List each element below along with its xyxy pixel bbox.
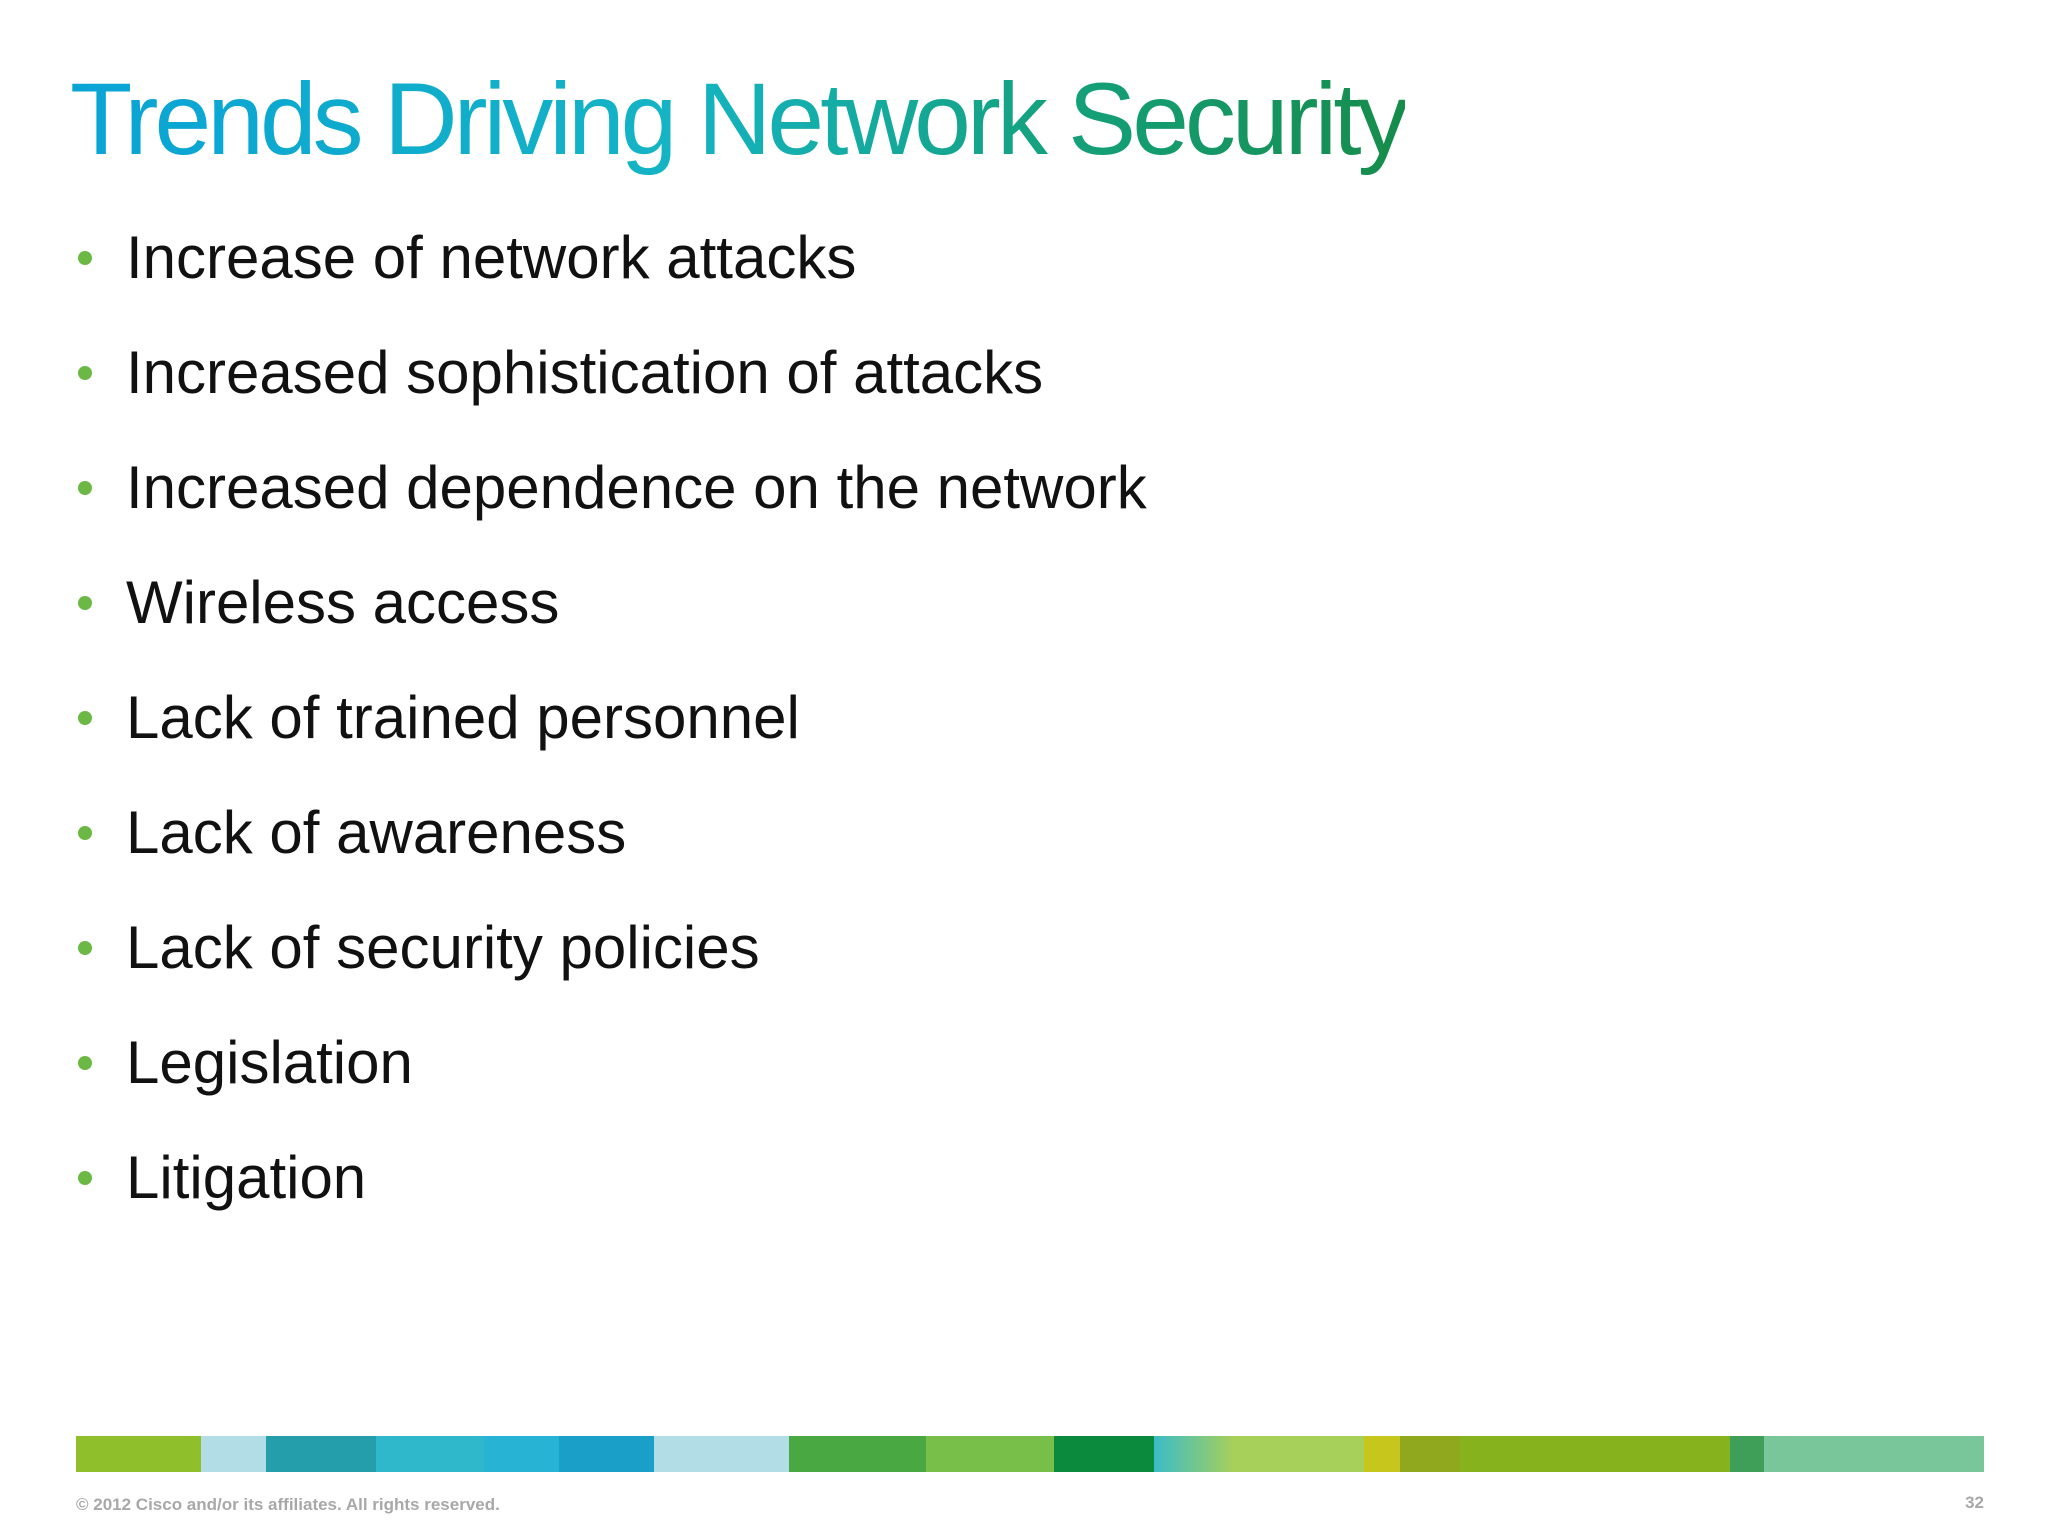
bullet-dot-icon <box>78 250 92 265</box>
page-number: 32 <box>1965 1493 1984 1512</box>
bullet-text: Legislation <box>126 1029 413 1096</box>
color-bar-segment <box>201 1436 266 1472</box>
color-bar-segment <box>76 1436 201 1472</box>
bullet-item: Increase of network attacks <box>70 200 1147 315</box>
bullet-text: Increased dependence on the network <box>126 454 1147 521</box>
color-bar-segment <box>1234 1436 1364 1472</box>
decorative-color-bar <box>76 1436 1984 1472</box>
color-bar-segment <box>1460 1436 1730 1472</box>
slide-title: Trends Driving Network Security <box>70 58 1409 180</box>
color-bar-segment <box>789 1436 926 1472</box>
bullet-dot-icon <box>78 480 92 495</box>
color-bar-segment <box>724 1436 789 1472</box>
bullet-item: Increased sophistication of attacks <box>70 315 1147 430</box>
bullet-text: Lack of trained personnel <box>126 684 800 751</box>
bullet-dot-icon <box>78 365 92 380</box>
color-bar-segment <box>484 1436 559 1472</box>
color-bar-segment <box>1054 1436 1154 1472</box>
bullet-dot-icon <box>78 710 92 725</box>
bullet-dot-icon <box>78 595 92 610</box>
bullet-item: Lack of awareness <box>70 775 1147 890</box>
bullet-text: Increase of network attacks <box>126 224 857 291</box>
bullet-list: Increase of network attacks Increased so… <box>70 200 1147 1235</box>
bullet-item: Wireless access <box>70 545 1147 660</box>
bullet-dot-icon <box>78 1055 92 1070</box>
bullet-text: Wireless access <box>126 569 560 636</box>
footer-copyright: © 2012 Cisco and/or its affiliates. All … <box>76 1495 500 1514</box>
bullet-text: Lack of awareness <box>126 799 627 866</box>
color-bar-segment <box>1764 1436 1984 1472</box>
bullet-item: Lack of trained personnel <box>70 660 1147 775</box>
bullet-dot-icon <box>78 825 92 840</box>
bullet-text: Increased sophistication of attacks <box>126 339 1044 406</box>
bullet-dot-icon <box>78 940 92 955</box>
color-bar-segment <box>1154 1436 1234 1472</box>
color-bar-segment <box>266 1436 376 1472</box>
color-bar-segment <box>926 1436 1054 1472</box>
bullet-item: Litigation <box>70 1120 1147 1235</box>
color-bar-segment <box>654 1436 724 1472</box>
color-bar-segment <box>1400 1436 1460 1472</box>
bullet-dot-icon <box>78 1170 92 1185</box>
color-bar-segment <box>376 1436 484 1472</box>
color-bar-segment <box>559 1436 654 1472</box>
bullet-item: Legislation <box>70 1005 1147 1120</box>
bullet-item: Lack of security policies <box>70 890 1147 1005</box>
color-bar-segment <box>1730 1436 1764 1472</box>
color-bar-segment <box>1364 1436 1400 1472</box>
bullet-text: Lack of security policies <box>126 914 760 981</box>
bullet-item: Increased dependence on the network <box>70 430 1147 545</box>
bullet-text: Litigation <box>126 1144 367 1211</box>
